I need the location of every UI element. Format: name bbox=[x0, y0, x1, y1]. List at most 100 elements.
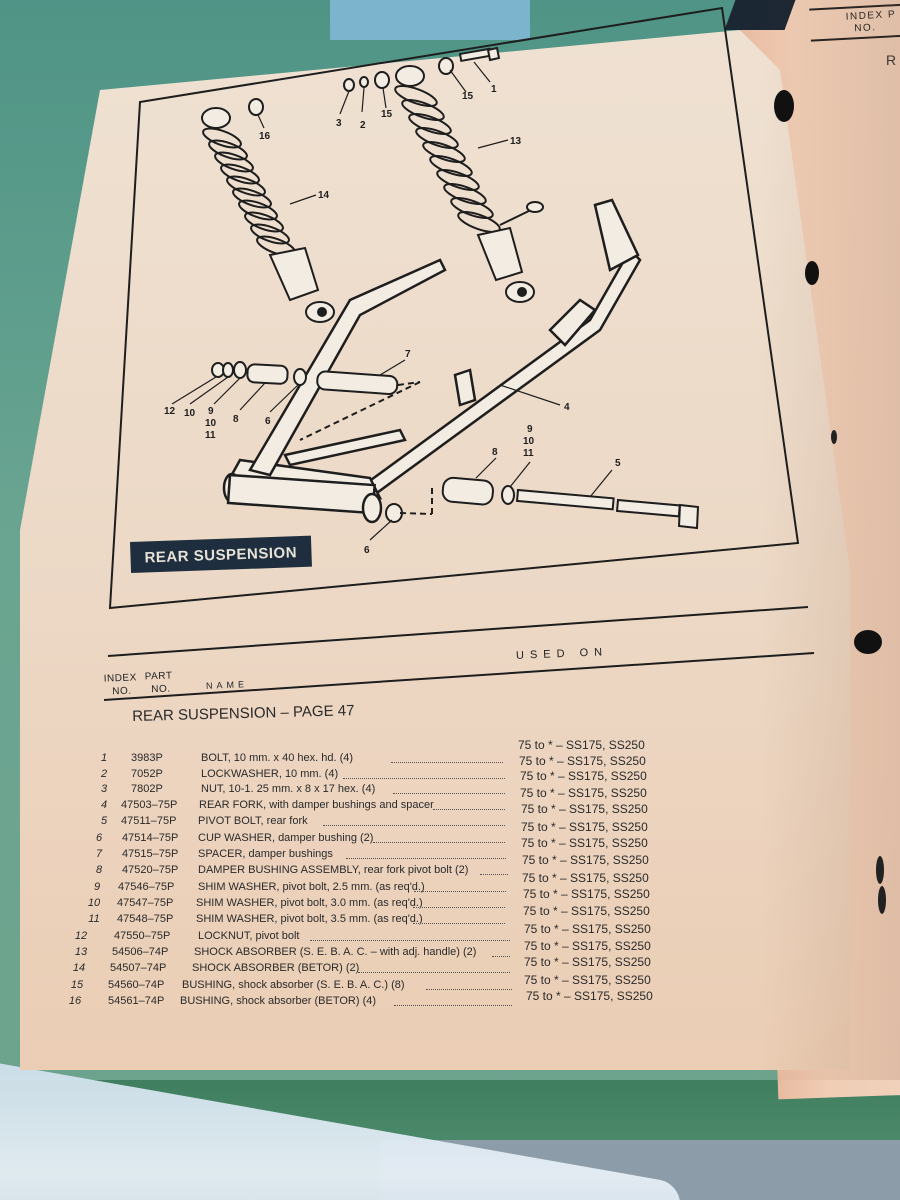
row-part-no: 54506–74P bbox=[112, 946, 169, 958]
callout-3: 3 bbox=[336, 118, 342, 129]
row-index: 12 bbox=[74, 930, 88, 942]
leader-dots bbox=[323, 825, 505, 826]
row-index: 3 bbox=[100, 783, 108, 795]
callout-13: 13 bbox=[510, 136, 522, 147]
row-name: BUSHING, shock absorber (S. E. B. A. C.)… bbox=[182, 979, 405, 991]
row-name: SHIM WASHER, pivot bolt, 2.5 mm. (as req… bbox=[198, 881, 425, 893]
blue-background-patch bbox=[330, 0, 530, 40]
row-used-on: 75 to * – SS175, SS250 bbox=[520, 769, 647, 783]
row-index: 4 bbox=[100, 799, 108, 811]
row-name: LOCKNUT, pivot bolt bbox=[198, 930, 300, 942]
callout-8: 8 bbox=[233, 414, 239, 425]
pivot-hardware-right bbox=[385, 476, 700, 530]
row-part-no: 47520–75P bbox=[122, 864, 179, 876]
leader-dots bbox=[413, 923, 505, 924]
callout-9: 9 bbox=[527, 424, 533, 435]
row-name: LOCKWASHER, 10 mm. (4) bbox=[201, 768, 339, 780]
callout-labels: 1 2 3 15 15 16 13 14 7 4 12 10 9 10 11 8… bbox=[164, 84, 621, 556]
callout-11: 11 bbox=[205, 430, 216, 441]
shock-absorber-betor bbox=[201, 107, 335, 323]
table-row: 16 54561–74P BUSHING, shock absorber (BE… bbox=[64, 989, 704, 1012]
diagram-frame bbox=[108, 6, 800, 610]
top-hardware bbox=[248, 46, 501, 116]
table-row: 8 47520–75P DAMPER BUSHING ASSEMBLY, rea… bbox=[88, 853, 728, 881]
callout-16: 16 bbox=[259, 131, 271, 142]
callout-2: 2 bbox=[360, 120, 366, 131]
row-used-on: 75 to * – SS175, SS250 bbox=[520, 786, 647, 800]
row-name: BOLT, 10 mm. x 40 hex. hd. (4) bbox=[201, 752, 354, 764]
row-name: BUSHING, shock absorber (BETOR) (4) bbox=[180, 995, 377, 1007]
callout-10: 10 bbox=[523, 436, 535, 447]
callout-12: 12 bbox=[164, 406, 176, 417]
callout-15: 15 bbox=[381, 109, 393, 120]
callout-4: 4 bbox=[564, 402, 570, 413]
leader-dots bbox=[413, 907, 505, 908]
row-index: 16 bbox=[68, 995, 82, 1007]
row-index: 6 bbox=[95, 832, 103, 844]
part-header-line2: NO. bbox=[151, 683, 171, 696]
callout-15: 15 bbox=[462, 91, 474, 102]
table-row: 2 7052P LOCKWASHER, 10 mm. (4) 75 to * –… bbox=[93, 754, 733, 785]
row-name: PIVOT BOLT, rear fork bbox=[198, 815, 308, 827]
header-rule-bottom bbox=[103, 652, 815, 701]
row-name: REAR FORK, with damper bushings and spac… bbox=[199, 799, 434, 811]
row-name: SHOCK ABSORBER (S. E. B. A. C. – with ad… bbox=[194, 946, 477, 958]
callout-11: 11 bbox=[523, 448, 534, 459]
callout-8: 8 bbox=[492, 447, 498, 458]
row-part-no: 47548–75P bbox=[117, 913, 174, 925]
row-used-on: 75 to * – SS175, SS250 bbox=[522, 853, 649, 867]
row-index: 9 bbox=[93, 881, 101, 893]
table-row: 12 47550–75P LOCKNUT, pivot bolt 75 to *… bbox=[70, 922, 710, 947]
row-used-on: 75 to * – SS175, SS250 bbox=[518, 738, 645, 752]
table-row: 6 47514–75P CUP WASHER, damper bushing (… bbox=[88, 820, 728, 849]
leader-dots bbox=[373, 842, 505, 843]
row-used-on: 75 to * – SS175, SS250 bbox=[523, 904, 650, 918]
callout-7: 7 bbox=[405, 349, 411, 360]
callout-6: 6 bbox=[265, 416, 271, 427]
row-used-on: 75 to * – SS175, SS250 bbox=[524, 939, 651, 953]
row-part-no: 47550–75P bbox=[114, 930, 171, 942]
table-row: 5 47511–75P PIVOT BOLT, rear fork 75 to … bbox=[93, 802, 733, 832]
part-header-line1: PART bbox=[144, 670, 173, 683]
row-used-on: 75 to * – SS175, SS250 bbox=[526, 989, 653, 1003]
row-used-on: 75 to * – SS175, SS250 bbox=[522, 871, 649, 885]
table-row: 14 54507–74P SHOCK ABSORBER (BETOR) (2) … bbox=[68, 955, 708, 979]
leader-dots bbox=[393, 793, 505, 794]
callout-5: 5 bbox=[615, 458, 621, 469]
row-part-no: 47515–75P bbox=[122, 848, 179, 860]
row-part-no: 54561–74P bbox=[108, 995, 165, 1007]
row-index: 15 bbox=[70, 979, 84, 991]
callout-9: 9 bbox=[208, 406, 214, 417]
row-name: SPACER, damper bushings bbox=[198, 848, 333, 860]
table-row: 4 47503–75P REAR FORK, with damper bushi… bbox=[93, 786, 733, 816]
callout-6: 6 bbox=[364, 545, 370, 556]
pivot-hardware-left bbox=[211, 361, 421, 441]
leader-dots bbox=[414, 891, 506, 892]
table-row: 15 54560–74P BUSHING, shock absorber (S.… bbox=[66, 973, 706, 996]
row-name: CUP WASHER, damper bushing (2) bbox=[198, 832, 374, 844]
row-used-on: 75 to * – SS175, SS250 bbox=[523, 887, 650, 901]
table-row: 1 3983P BOLT, 10 mm. x 40 hex. hd. (4) 7… bbox=[93, 738, 733, 769]
row-part-no: 3983P bbox=[131, 752, 163, 764]
callout-1: 1 bbox=[491, 84, 497, 95]
leader-dots bbox=[426, 989, 512, 990]
callout-14: 14 bbox=[318, 190, 330, 201]
column-name-header: NAME bbox=[205, 679, 249, 691]
leader-dots bbox=[358, 972, 510, 973]
row-used-on: 75 to * – SS175, SS250 bbox=[524, 973, 651, 987]
table-row: 3 7802P NUT, 10-1. 25 mm. x 8 x 17 hex. … bbox=[93, 769, 733, 800]
table-row: 13 54506–74P SHOCK ABSORBER (S. E. B. A.… bbox=[70, 939, 710, 963]
row-name: NUT, 10-1. 25 mm. x 8 x 17 hex. (4) bbox=[201, 783, 376, 795]
row-used-on: 75 to * – SS175, SS250 bbox=[524, 955, 651, 969]
callout-10: 10 bbox=[205, 418, 217, 429]
row-part-no: 47514–75P bbox=[122, 832, 179, 844]
leader-dots bbox=[480, 874, 508, 875]
header-rule-top bbox=[107, 606, 809, 657]
row-index: 13 bbox=[74, 946, 88, 958]
column-part-header: PART NO. bbox=[144, 669, 173, 696]
leader-dots bbox=[346, 858, 506, 859]
row-name: SHIM WASHER, pivot bolt, 3.5 mm. (as req… bbox=[196, 913, 423, 925]
column-index-header: INDEX NO. bbox=[103, 671, 137, 698]
